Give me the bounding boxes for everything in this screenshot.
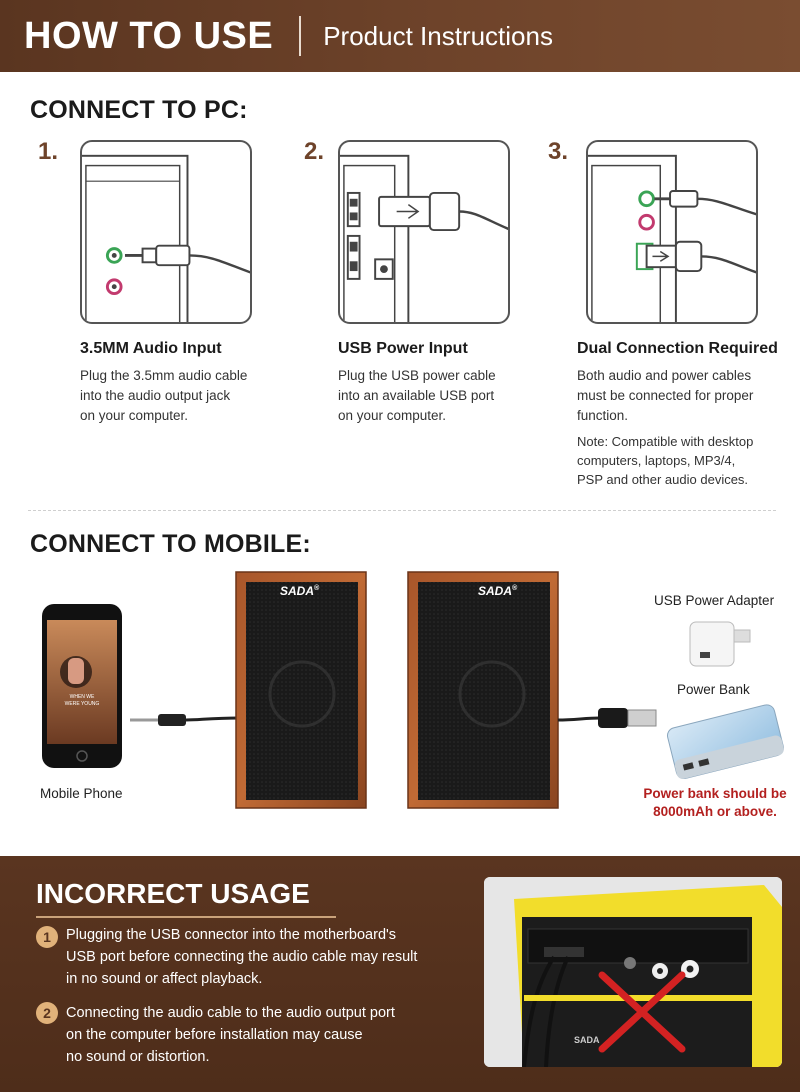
step-3-line: must be connected for proper — [577, 388, 754, 403]
section-title-pc: CONNECT TO PC: — [30, 96, 248, 124]
power-bank-caption: Power Bank — [677, 682, 750, 697]
power-bank-warning: Power bank should be 8000mAh or above. — [640, 785, 790, 821]
header-divider — [299, 16, 302, 56]
adapter-caption: USB Power Adapter — [654, 593, 775, 608]
step-1-heading: 3.5MM Audio Input — [80, 340, 222, 357]
dual-connection-illustration — [588, 154, 756, 322]
step-3-number: 3. — [548, 138, 569, 165]
power-bank — [666, 704, 784, 780]
item-line: USB port before connecting the audio cab… — [66, 949, 418, 965]
step-3-illustration — [586, 140, 758, 324]
brand-text: SADA — [280, 584, 315, 598]
pc-tower-illustration: SADA — [484, 877, 782, 1067]
step-1-line: on your computer. — [80, 408, 189, 423]
note-line: PSP and other audio devices. — [577, 472, 749, 487]
item-2-badge: 2 — [36, 1002, 58, 1024]
page-title: HOW TO USE — [24, 14, 274, 57]
step-3-line: function. — [577, 408, 629, 423]
section-divider — [28, 510, 776, 511]
mobile-scene-illustration — [42, 571, 784, 809]
warning-line: Power bank should be — [643, 786, 787, 801]
mobile-connection-scene: WHEN WE WERE YOUNG SADA® SADA® Mobile Ph… — [0, 560, 800, 855]
audio-jack-illustration — [82, 154, 250, 322]
item-1-badge: 1 — [36, 926, 58, 948]
note-line: computers, laptops, MP3/4, — [577, 453, 736, 468]
brand-text: SADA — [478, 584, 513, 598]
note-line: Note: Compatible with desktop — [577, 434, 754, 449]
step-2-line: on your computer. — [338, 408, 447, 423]
section-title-incorrect: INCORRECT USAGE — [36, 878, 310, 909]
incorrect-usage-photo: SADA — [484, 877, 782, 1067]
step-2-description: Plug the USB power cable into an availab… — [338, 366, 496, 426]
brand-mark: ® — [512, 585, 518, 592]
step-1-illustration — [80, 140, 252, 324]
phone-screen-line: WHEN WE — [69, 694, 95, 700]
step-2-heading: USB Power Input — [338, 340, 468, 357]
step-1-description: Plug the 3.5mm audio cable into the audi… — [80, 366, 247, 426]
step-3-note: Note: Compatible with desktop computers,… — [577, 432, 753, 489]
step-1-number: 1. — [38, 138, 59, 165]
step-1-line: Plug the 3.5mm audio cable — [80, 368, 248, 383]
left-speaker-logo: SADA® — [280, 584, 319, 598]
step-1-line: into the audio output jack — [80, 388, 231, 403]
section-underline — [36, 916, 336, 918]
page-subtitle: Product Instructions — [323, 20, 553, 51]
step-3-line: Both audio and power cables — [577, 368, 752, 383]
phone-caption: Mobile Phone — [40, 786, 123, 801]
warning-line: 8000mAh or above. — [653, 804, 777, 819]
photo-brand: SADA — [574, 1035, 600, 1045]
step-2-number: 2. — [304, 138, 325, 165]
item-line: in no sound or affect playback. — [66, 971, 263, 987]
usb-port-illustration — [340, 154, 508, 322]
item-line: no sound or distortion. — [66, 1049, 210, 1065]
item-line: on the computer before installation may … — [66, 1027, 363, 1043]
step-2-line: into an available USB port — [338, 388, 495, 403]
section-title-mobile: CONNECT TO MOBILE: — [30, 530, 311, 558]
step-3-heading: Dual Connection Required — [577, 340, 778, 357]
phone-screen-line: WERE YOUNG — [64, 701, 100, 707]
step-2-illustration — [338, 140, 510, 324]
brand-mark: ® — [314, 585, 320, 592]
header-banner: HOW TO USE Product Instructions — [0, 0, 800, 72]
usb-adapter — [689, 621, 735, 667]
right-speaker-logo: SADA® — [478, 584, 517, 598]
step-2-line: Plug the USB power cable — [338, 368, 496, 383]
item-line: Plugging the USB connector into the moth… — [66, 927, 397, 943]
step-3-description: Both audio and power cables must be conn… — [577, 366, 753, 426]
phone-screen-text: WHEN WE WERE YOUNG — [49, 694, 115, 708]
item-1-text: Plugging the USB connector into the moth… — [66, 924, 446, 990]
item-2-text: Connecting the audio cable to the audio … — [66, 1002, 446, 1068]
item-line: Connecting the audio cable to the audio … — [66, 1005, 395, 1021]
